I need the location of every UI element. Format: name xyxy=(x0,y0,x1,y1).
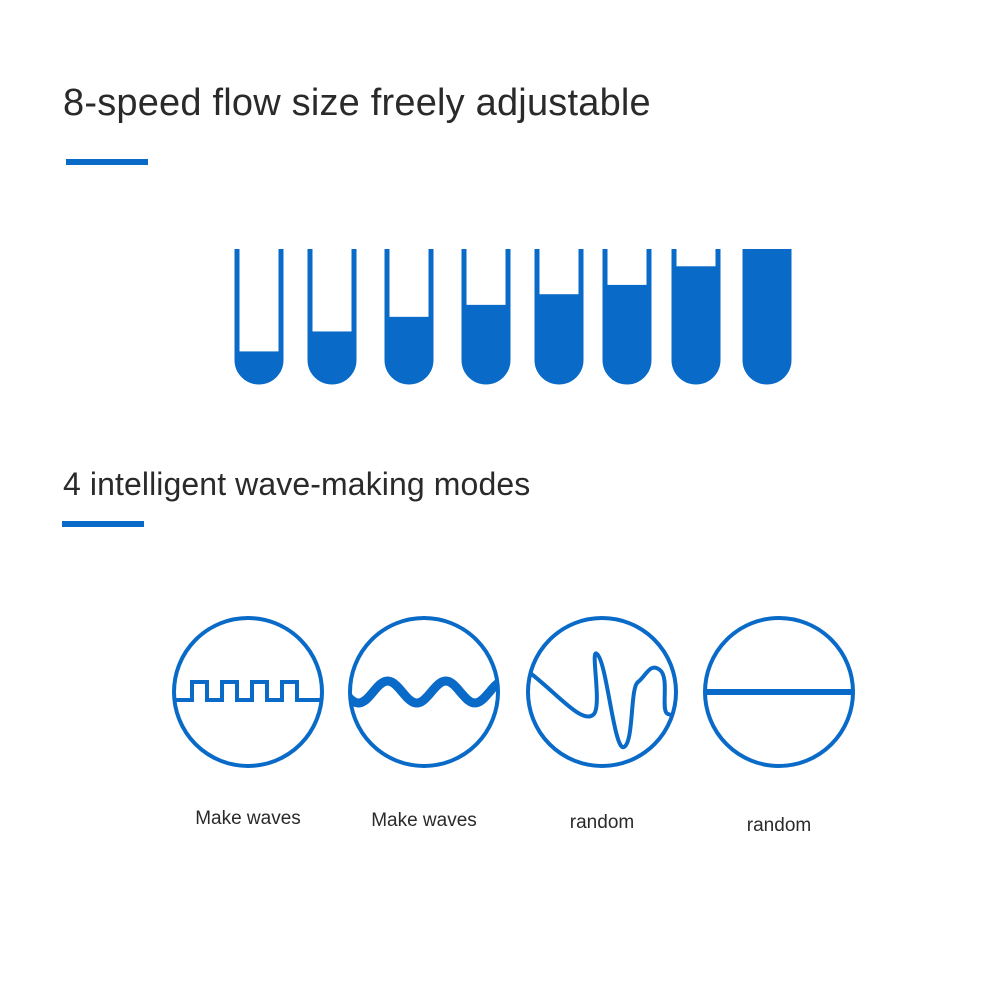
sine-wave-icon xyxy=(348,616,500,768)
square-wave-icon xyxy=(172,616,324,768)
flow-gauge-4 xyxy=(461,249,511,385)
modes-title-underline xyxy=(62,521,144,527)
modes-section-title: 4 intelligent wave-making modes xyxy=(63,466,531,502)
flow-title-underline xyxy=(66,159,148,165)
flow-gauge-3 xyxy=(384,249,434,385)
mode-label-4: random xyxy=(746,815,812,836)
mode-label-3: random xyxy=(569,812,635,833)
flow-gauge-2 xyxy=(307,249,357,385)
random-wave-icon xyxy=(526,616,678,768)
flow-section-title: 8-speed flow size freely adjustable xyxy=(63,82,651,124)
flow-gauge-7 xyxy=(671,249,721,385)
flow-gauge-6 xyxy=(602,249,652,385)
flow-gauge-5 xyxy=(534,249,584,385)
mode-label-1: Make waves xyxy=(195,808,301,829)
mode-label-2: Make waves xyxy=(371,810,477,831)
constant-flow-icon xyxy=(703,616,855,768)
flow-gauge-8 xyxy=(742,249,792,385)
flow-gauge-1 xyxy=(234,249,284,385)
